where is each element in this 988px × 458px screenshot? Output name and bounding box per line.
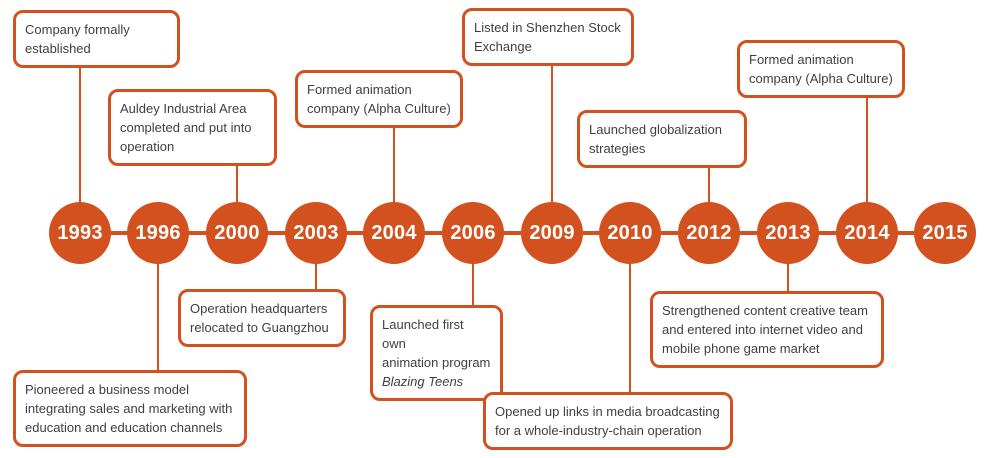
callout-2000-text: Auldey Industrial Area completed and put…: [120, 101, 252, 154]
callout-2004: Formed animation company (Alpha Culture): [295, 70, 463, 128]
year-label: 2004: [371, 221, 417, 244]
connector-2009: [551, 60, 553, 205]
year-label: 2014: [844, 221, 890, 244]
callout-2003-text: Operation headquarters relocated to Guan…: [190, 301, 329, 335]
timeline-year-1996: 1996: [127, 202, 189, 264]
callout-2006-italic-title: Blazing Teens: [382, 374, 464, 389]
connector-2006: [472, 261, 474, 308]
callout-2009-text: Listed in Shenzhen Stock Exchange: [474, 20, 621, 54]
connector-2004: [393, 124, 395, 205]
timeline-year-2006: 2006: [442, 202, 504, 264]
callout-2000: Auldey Industrial Area completed and put…: [108, 89, 277, 166]
callout-2006-text: Launched first own animation program: [382, 317, 491, 370]
callout-2013: Strengthened content creative team and e…: [650, 291, 884, 368]
callout-1993-text: Company formally established: [25, 22, 130, 56]
year-label: 2010: [607, 221, 653, 244]
year-label: 2009: [529, 221, 575, 244]
callout-2006: Launched first own animation program Bla…: [370, 305, 503, 401]
timeline-year-2003: 2003: [285, 202, 347, 264]
callout-2003: Operation headquarters relocated to Guan…: [178, 289, 346, 347]
connector-2012: [708, 163, 710, 205]
callout-2004-text: Formed animation company (Alpha Culture): [307, 82, 451, 116]
connector-1996: [157, 261, 159, 373]
timeline-year-2010: 2010: [599, 202, 661, 264]
callout-2010-text: Opened up links in media broadcasting fo…: [495, 404, 720, 438]
year-label: 2013: [765, 221, 811, 244]
year-label: 2015: [922, 221, 968, 244]
timeline-year-2014: 2014: [836, 202, 898, 264]
connector-2014: [866, 93, 868, 205]
year-label: 1993: [57, 221, 103, 244]
callout-1996-text: Pioneered a business model integrating s…: [25, 382, 233, 435]
callout-2012: Launched globalization strategies: [577, 110, 747, 168]
year-label: 2000: [214, 221, 260, 244]
callout-2010: Opened up links in media broadcasting fo…: [483, 392, 733, 450]
callout-2014-text: Formed animation company (Alpha Culture): [749, 52, 893, 86]
year-label: 2003: [293, 221, 339, 244]
callout-2014: Formed animation company (Alpha Culture): [737, 40, 905, 98]
timeline-year-2000: 2000: [206, 202, 268, 264]
callout-2013-text: Strengthened content creative team and e…: [662, 303, 868, 356]
timeline-year-2012: 2012: [678, 202, 740, 264]
timeline-year-2013: 2013: [757, 202, 819, 264]
timeline-year-1993: 1993: [49, 202, 111, 264]
connector-2013: [787, 261, 789, 294]
connector-2000: [236, 162, 238, 205]
connector-2010: [629, 261, 631, 395]
timeline-year-2015: 2015: [914, 202, 976, 264]
timeline-axis: [80, 231, 945, 235]
connector-1993: [79, 60, 81, 205]
callout-1993: Company formally established: [13, 10, 180, 68]
timeline-year-2009: 2009: [521, 202, 583, 264]
connector-2003: [315, 261, 317, 292]
year-label: 2006: [450, 221, 496, 244]
year-label: 2012: [686, 221, 732, 244]
callout-2009: Listed in Shenzhen Stock Exchange: [462, 8, 634, 66]
callout-2012-text: Launched globalization strategies: [589, 122, 722, 156]
year-label: 1996: [135, 221, 181, 244]
timeline-year-2004: 2004: [363, 202, 425, 264]
callout-1996: Pioneered a business model integrating s…: [13, 370, 247, 447]
